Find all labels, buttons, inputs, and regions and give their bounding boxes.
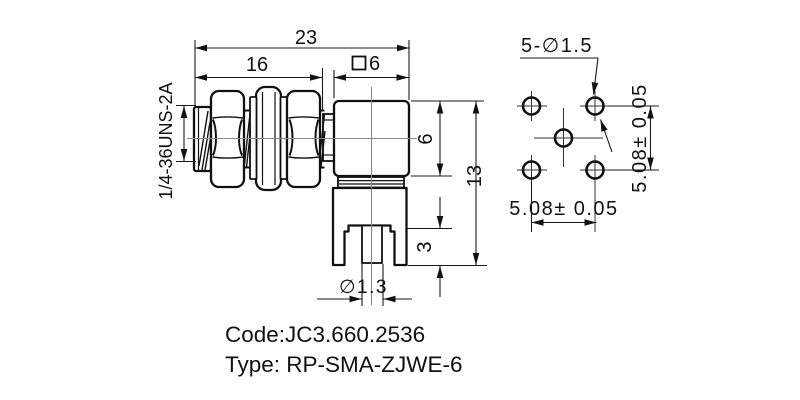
- square-symbol: [351, 55, 367, 71]
- dimension-lines: [176, 40, 487, 306]
- hole-callout-label: 5-∅1.5: [521, 35, 593, 57]
- dim-body-height-label: 6: [415, 133, 437, 144]
- dim-pin-diameter-label: ∅1.3: [339, 277, 388, 298]
- v-pitch-label: 5.08± 0.05: [629, 83, 651, 192]
- side-view: 23 16 6 1/4-36UNS-2A 6 13 3 ∅1.3: [156, 27, 487, 306]
- thread-spec-label: 1/4-36UNS-2A: [156, 82, 176, 199]
- hole-bottom-right: [585, 160, 605, 180]
- code-line: Code:JC3.660.2536: [225, 322, 425, 347]
- dim-thread-section-label: 16: [246, 54, 268, 76]
- caption: Code:JC3.660.2536 Type: RP-SMA-ZJWE-6: [225, 322, 463, 377]
- hole-center: [553, 128, 574, 148]
- hole-top-left: [521, 96, 542, 116]
- footprint-view: 5-∅1.5 5.08± 0.05 5.08± 0.05: [509, 35, 659, 232]
- square-width-label: 6: [369, 53, 380, 75]
- dim-total-width-label: 23: [295, 27, 317, 49]
- h-pitch-label: 5.08± 0.05: [509, 198, 618, 220]
- hole-callout-leader: [520, 57, 613, 153]
- mounting-holes: [521, 96, 605, 180]
- hole-top-right: [585, 96, 605, 116]
- dim-total-height-label: 13: [464, 165, 486, 187]
- type-line: Type: RP-SMA-ZJWE-6: [225, 352, 463, 377]
- dim-leg-length-label: 3: [414, 241, 436, 252]
- hole-bottom-left: [521, 160, 542, 180]
- leg-block: [331, 186, 408, 267]
